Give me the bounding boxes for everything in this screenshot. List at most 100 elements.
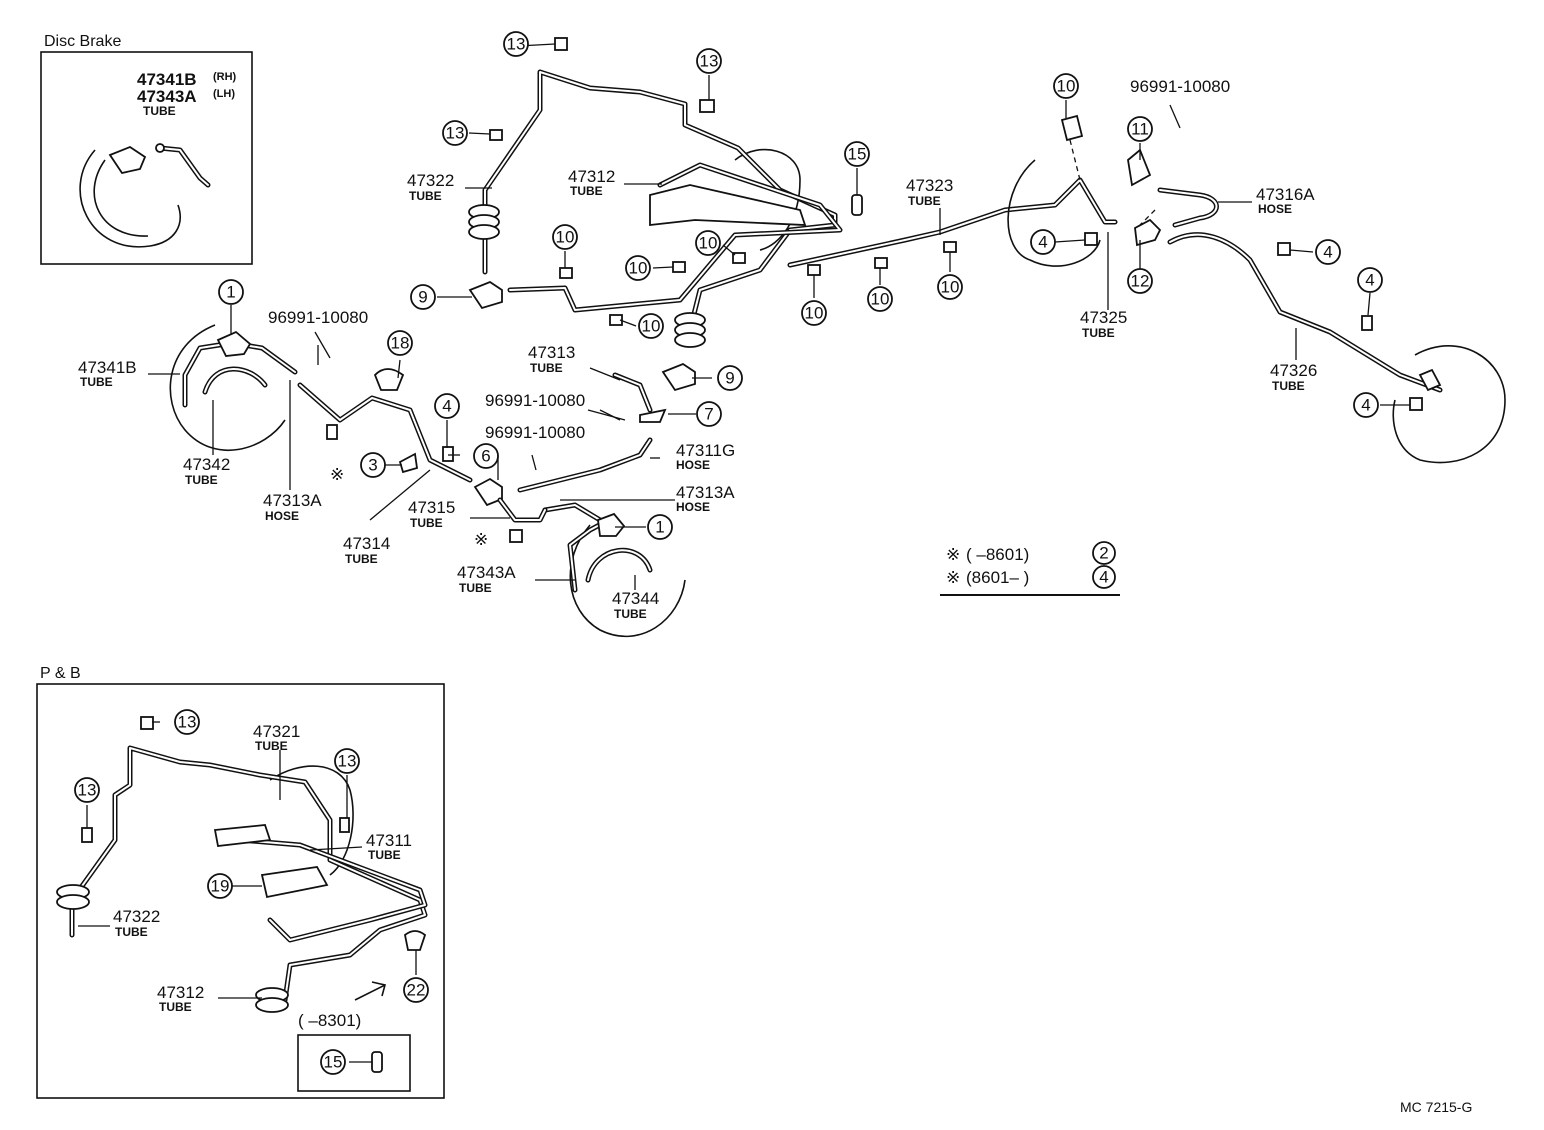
label-kind: TUBE [459,581,492,595]
label-kind: HOSE [1258,202,1292,216]
svg-text:9: 9 [725,369,734,388]
label-kind: TUBE [614,607,647,621]
label-sub: (LH) [213,88,235,100]
note-mark: ※ [946,545,960,564]
svg-text:10: 10 [629,259,648,278]
callout: 12 [1127,268,1153,294]
note-range: (8601– ) [966,568,1029,587]
clip-13c [489,129,503,141]
callout: 1 [647,514,673,540]
label-pn: 47342 [183,455,230,474]
label-kind: TUBE [1272,379,1305,393]
label-pn: 47344 [612,589,659,608]
svg-text:4: 4 [1365,271,1374,290]
p-and-b-inset: P & B ( –8301) [36,665,445,1099]
svg-text:2: 2 [1099,544,1108,563]
svg-text:10: 10 [941,278,960,297]
clip-13a [554,37,568,51]
callout: 10 [625,255,651,281]
callout: 1 [218,279,244,305]
svg-text:11: 11 [1131,120,1149,139]
svg-text:10: 10 [805,304,824,323]
p-and-b-frame [36,683,445,1099]
callout: 13 [334,748,360,774]
callout: 15 [320,1049,346,1075]
svg-text:15: 15 [848,145,867,164]
callout: 13 [174,709,200,735]
svg-text:4: 4 [1323,243,1332,262]
label-pn: 96991-10080 [268,308,368,327]
part-labels: 47341B (RH) 47343A (LH) TUBE 47341B TUBE… [78,70,1317,1014]
brake-booster [734,148,801,251]
bracket-11 [1127,148,1152,187]
svg-text:4: 4 [1099,568,1108,587]
p-and-b-title: P & B [40,665,81,682]
union-9-right [661,362,696,392]
callout: 10 [695,230,721,256]
notes: ※ ※ ※ ( –8601) 2 ※ (8601– ) 4 [330,465,1120,596]
disc-brake-title: Disc Brake [44,33,121,50]
svg-text:10: 10 [556,228,575,247]
svg-text:15: 15 [324,1053,343,1072]
svg-text:18: 18 [391,334,410,353]
svg-text:10: 10 [1057,77,1076,96]
svg-text:19: 19 [211,877,230,896]
label-kind: TUBE [143,104,176,118]
label-pn: 96991-10080 [485,391,585,410]
label-pn: 47341B [78,358,137,377]
callout: 13 [442,120,468,146]
disc-brake-caliper [108,145,147,175]
callout: 22 [403,977,429,1003]
label-pn: 47311 [366,831,412,850]
label-kind: TUBE [159,1000,192,1014]
callout: 10 [638,313,664,339]
svg-text:6: 6 [481,447,490,466]
callout: 9 [410,284,436,310]
disc-brake-inset: Disc Brake [40,33,253,265]
callout: 10 [867,286,893,312]
label-pn: 96991-10080 [485,423,585,442]
note-mark: ※ [946,568,960,587]
main-assembly [169,37,1506,638]
callout: 4 [1030,229,1056,255]
note-range: ( –8601) [966,545,1029,564]
disc-brake-frame [40,51,253,265]
clip-10a [559,267,573,279]
callouts: 13 13 13 15 10 11 10 10 10 9 10 10 10 10… [74,31,1383,1075]
label-pn: 96991-10080 [1130,77,1230,96]
callout: 10 [937,274,963,300]
svg-text:13: 13 [700,52,719,71]
note-ref: 4 [1092,565,1116,589]
callout: 6 [473,443,499,469]
front-right-caliper [597,512,626,537]
label-kind: TUBE [115,925,148,939]
callout: 4 [434,393,460,419]
callout: 4 [1357,267,1383,293]
note-ref: 2 [1092,541,1116,565]
callout: 13 [696,48,722,74]
note-mark: ※ [330,465,344,484]
callout: 4 [1315,239,1341,265]
svg-text:7: 7 [704,405,713,424]
p-and-b-valve [260,866,329,899]
svg-text:10: 10 [699,234,718,253]
svg-text:13: 13 [446,124,465,143]
svg-text:13: 13 [507,35,526,54]
label-pn: 47321 [253,722,300,741]
master-cylinder [213,824,272,847]
svg-text:10: 10 [871,290,890,309]
label-pn: 47315 [408,498,455,517]
front-left-rotor [169,324,286,452]
label-kind: TUBE [345,552,378,566]
label-kind: TUBE [255,739,288,753]
label-kind: TUBE [530,361,563,375]
bracket-7 [639,408,667,423]
label-kind: HOSE [676,458,710,472]
master-cylinder-main [649,184,807,227]
label-pn: 47312 [568,167,615,186]
label-kind: HOSE [265,509,299,523]
callout: 13 [503,31,529,57]
label-kind: TUBE [409,189,442,203]
label-kind: HOSE [676,500,710,514]
label-pn: 47322 [113,907,160,926]
